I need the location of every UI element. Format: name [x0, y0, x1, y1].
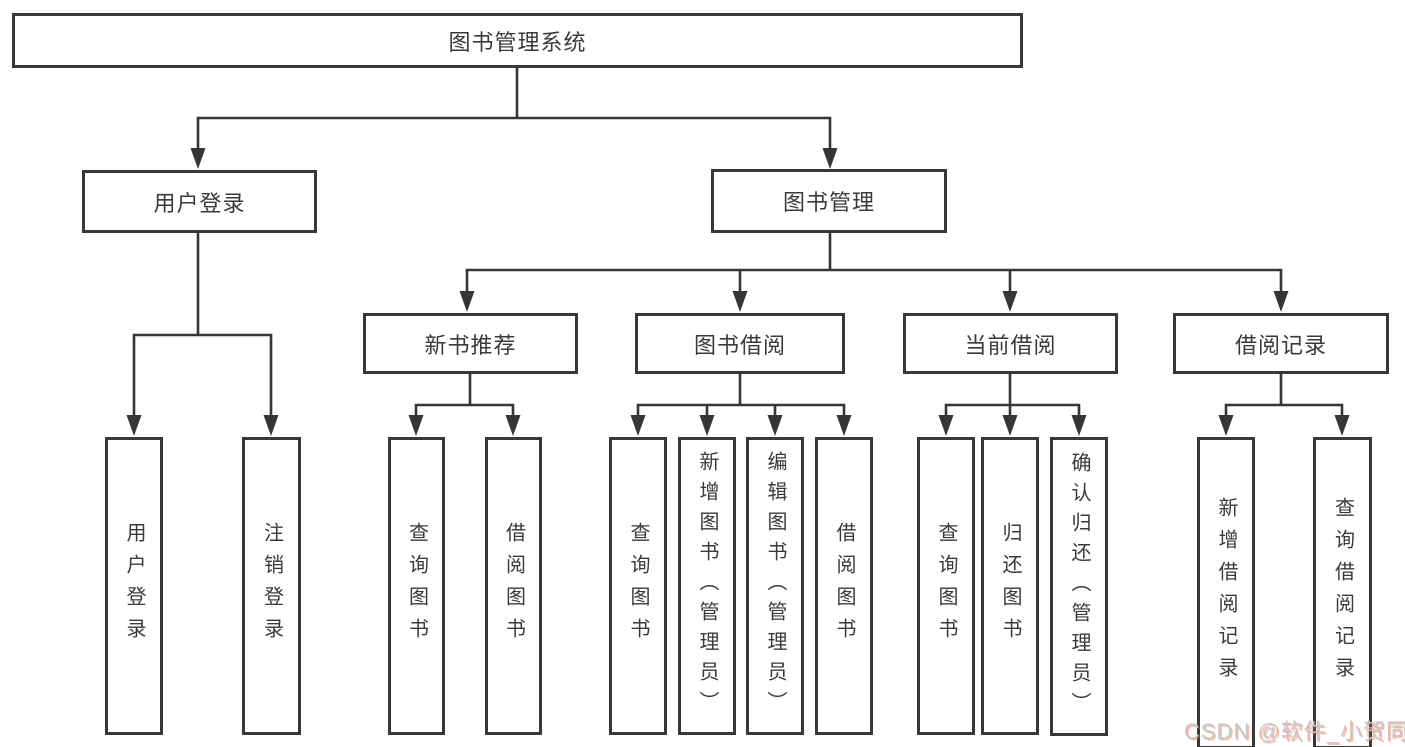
leaf-records-add-record: 新增借阅记录: [1197, 437, 1255, 747]
node-new-book-recommend: 新书推荐: [363, 313, 578, 374]
edge-book-mgmt-fork: [465, 232, 1283, 296]
leaf-current-return-books-label: 归还图书: [999, 522, 1021, 650]
edge-user-login-fork: [132, 232, 273, 420]
node-borrow-records: 借阅记录: [1173, 313, 1389, 374]
node-book-borrow: 图书借阅: [635, 313, 845, 374]
leaf-borrow-query-books-label: 查询图书: [627, 522, 649, 650]
leaf-user-login-label: 用户登录: [123, 522, 145, 650]
edge-root-fork: [196, 67, 832, 152]
leaf-rec-query-books-label: 查询图书: [405, 522, 428, 650]
csdn-watermark: CSDN @软件_小贺同学: [1184, 719, 1405, 744]
node-borrow-records-label: 借阅记录: [1234, 332, 1327, 358]
node-root: 图书管理系统: [12, 13, 1023, 68]
node-book-borrow-label: 图书借阅: [693, 332, 786, 358]
node-current-borrow-label: 当前借阅: [964, 332, 1057, 358]
leaf-current-confirm-return-admin: 确认归还（管理员）: [1050, 437, 1108, 736]
edge-new-book-fork: [414, 372, 515, 420]
edge-book-borrow-fork: [636, 372, 846, 420]
node-book-management: 图书管理: [711, 169, 947, 233]
leaf-current-return-books: 归还图书: [981, 437, 1039, 735]
leaf-records-add-record-label: 新增借阅记录: [1215, 497, 1237, 689]
arrowheads: [126, 148, 1350, 436]
leaf-current-confirm-return-admin-label: 确认归还（管理员）: [1068, 451, 1090, 722]
leaf-records-query-record: 查询借阅记录: [1313, 437, 1372, 747]
edge-current-borrow-fork: [944, 372, 1081, 420]
leaf-borrow-add-books-admin: 新增图书（管理员）: [678, 437, 736, 735]
leaf-user-login: 用户登录: [105, 437, 163, 735]
leaf-borrow-edit-books-admin: 编辑图书（管理员）: [746, 437, 804, 735]
leaf-borrow-query-books: 查询图书: [609, 437, 667, 735]
leaf-current-query-books-label: 查询图书: [935, 522, 957, 650]
leaf-borrow-add-books-admin-label: 新增图书（管理员）: [696, 451, 718, 721]
edge-borrow-records-fork: [1224, 372, 1344, 420]
leaf-records-query-record-label: 查询借阅记录: [1331, 497, 1354, 689]
node-root-label: 图书管理系统: [448, 29, 587, 55]
leaf-current-query-books: 查询图书: [917, 437, 975, 735]
node-book-management-label: 图书管理: [782, 190, 875, 215]
node-user-login: 用户登录: [82, 170, 317, 233]
leaf-rec-borrow-books-label: 借阅图书: [502, 522, 525, 650]
leaf-borrow-edit-books-admin-label: 编辑图书（管理员）: [764, 451, 786, 721]
leaf-borrow-borrow-books-label: 借阅图书: [833, 522, 855, 650]
leaf-logout: 注销登录: [242, 437, 301, 735]
node-current-borrow: 当前借阅: [903, 313, 1118, 374]
node-new-book-recommend-label: 新书推荐: [424, 332, 517, 358]
leaf-rec-borrow-books: 借阅图书: [485, 437, 542, 735]
node-user-login-label: 用户登录: [153, 190, 246, 216]
leaf-rec-query-books: 查询图书: [388, 437, 445, 735]
leaf-borrow-borrow-books: 借阅图书: [815, 437, 873, 735]
leaf-logout-label: 注销登录: [260, 522, 283, 650]
